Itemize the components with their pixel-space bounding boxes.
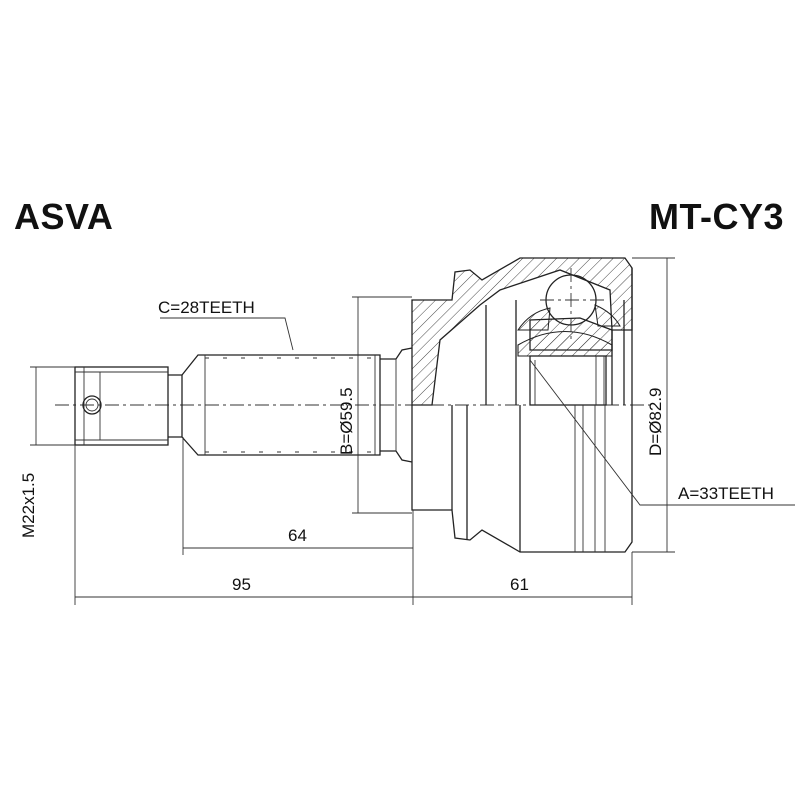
part-number: MT-CY3 [648, 196, 784, 237]
thread-label: M22x1.5 [19, 473, 38, 538]
housing-section [411, 257, 633, 406]
housing-length-label: 61 [510, 575, 529, 594]
seal-diameter-label: B=Ø59.5 [337, 387, 356, 455]
splined-shaft [181, 347, 413, 463]
dimension-lines [30, 257, 795, 605]
outer-spline-label: C=28TEETH [158, 298, 255, 317]
brand-logo: ASVA [14, 196, 114, 237]
inner-spline-label: A=33TEETH [678, 484, 774, 503]
outer-diameter-label: D=Ø82.9 [646, 387, 665, 456]
shaft-length-label: 95 [232, 575, 251, 594]
spline-length-label: 64 [288, 526, 307, 545]
housing-exterior [411, 405, 633, 553]
threaded-end [74, 366, 183, 446]
